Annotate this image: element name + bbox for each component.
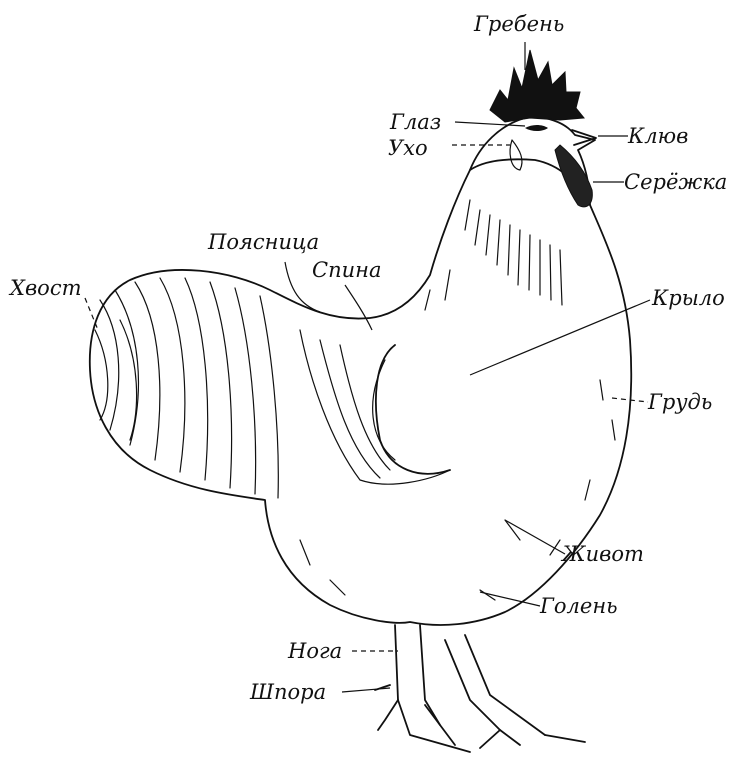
body-stipple	[300, 380, 615, 600]
label-tail: Хвост	[10, 278, 82, 299]
ear-patch	[510, 140, 522, 170]
wing	[300, 330, 450, 484]
label-wing: Крыло	[652, 288, 725, 309]
label-spur: Шпора	[250, 682, 326, 703]
tail-feathers	[95, 278, 278, 498]
label-leg: Нога	[288, 641, 342, 662]
label-loin: Поясница	[208, 232, 319, 253]
label-shank: Голень	[540, 596, 618, 617]
label-back: Спина	[312, 260, 381, 281]
comb-shape	[490, 50, 584, 122]
eye-shape	[525, 125, 548, 131]
label-comb: Гребень	[474, 14, 564, 35]
label-breast: Грудь	[648, 392, 712, 413]
legs	[378, 625, 585, 752]
label-ear: Ухо	[388, 138, 428, 159]
label-belly: Живот	[562, 544, 644, 565]
label-wattle: Серёжка	[624, 172, 727, 193]
neck-hackles	[425, 200, 562, 310]
label-beak: Клюв	[628, 126, 688, 147]
label-eye: Глаз	[390, 112, 441, 133]
